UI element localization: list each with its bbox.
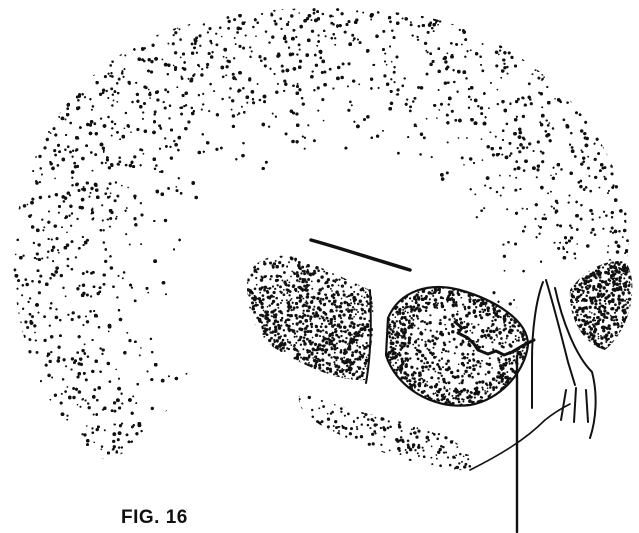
nasal-bone-left-edge [532,282,543,408]
tooth-1 [561,390,566,420]
rear-cavity-stipple [564,257,639,354]
orbit-stipple [382,280,533,411]
brow-ridge-line [311,240,410,270]
jaw-lower-outline [470,404,570,470]
tooth-3 [586,390,588,422]
figure-caption: FIG. 16 [121,508,188,527]
tooth-2 [574,388,576,422]
line-work [311,240,596,532]
temporal-fossa-stipple [242,249,381,388]
nasal-bone-right-edge [546,280,575,385]
jaw-stipple [294,389,483,475]
